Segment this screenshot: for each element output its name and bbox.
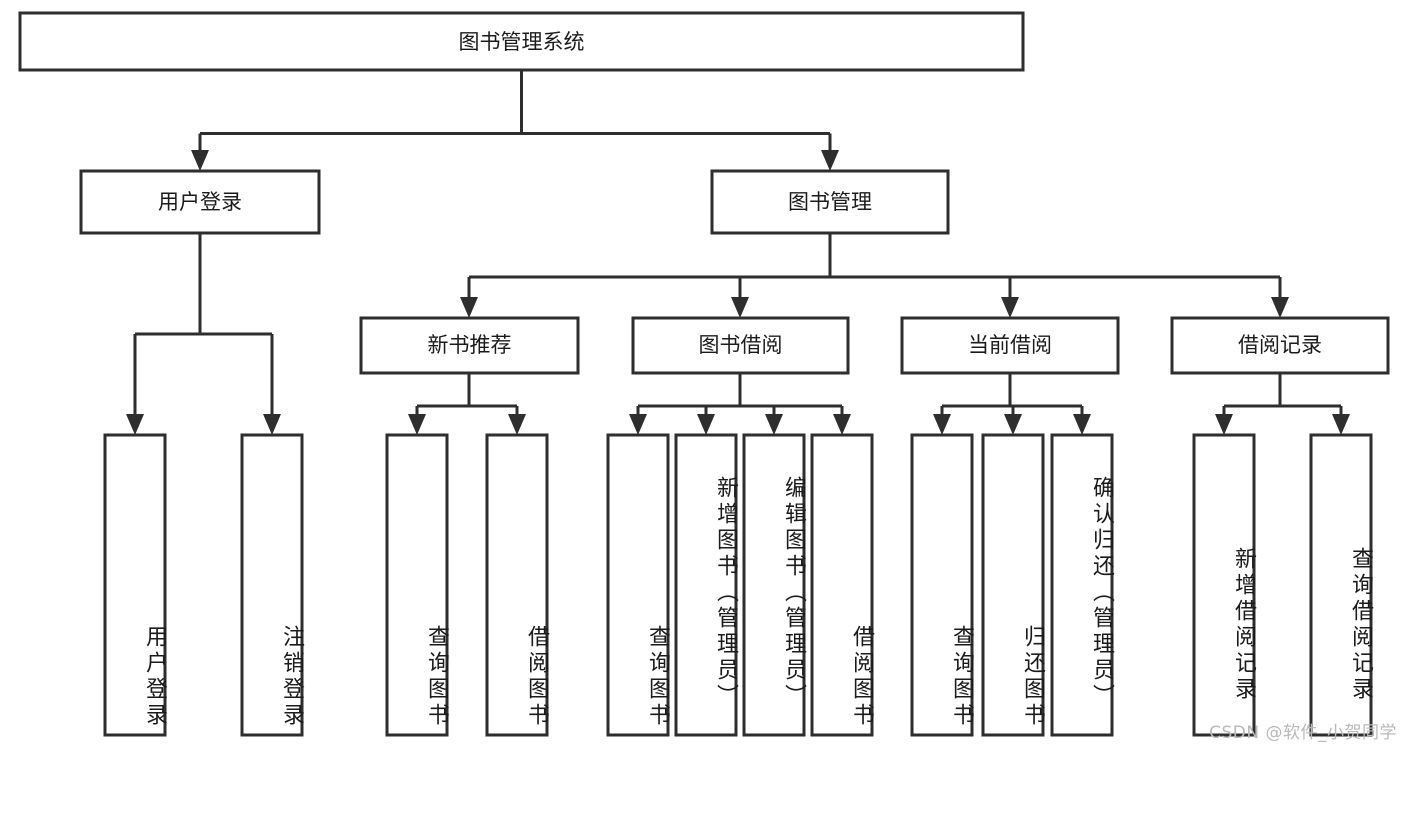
arrowhead-leaf-query-book-borrow xyxy=(629,414,647,435)
arrowhead-leaf-user-login xyxy=(126,414,144,435)
arrowhead-leaf-query-borrow-record xyxy=(1332,414,1350,435)
arrowhead-leaf-edit-book-admin xyxy=(765,414,783,435)
node-label-borrow-record: 借阅记录 xyxy=(1238,333,1322,357)
node-box-book-borrow[interactable] xyxy=(631,316,850,375)
node-box-user-login[interactable] xyxy=(79,169,321,235)
node-box-book-management[interactable] xyxy=(710,169,950,235)
node-box-leaf-query-book-borrow[interactable] xyxy=(606,433,670,737)
node-box-new-book-recommend[interactable] xyxy=(359,316,580,375)
arrowhead-user-login xyxy=(191,150,209,171)
connector-layer xyxy=(126,70,1350,435)
arrowhead-leaf-borrow-book xyxy=(833,414,851,435)
node-box-leaf-return-book[interactable] xyxy=(981,433,1045,737)
node-box-leaf-add-borrow-record[interactable] xyxy=(1192,433,1256,737)
node-label-user-login: 用户登录 xyxy=(158,190,242,214)
node-box-leaf-borrow-book[interactable] xyxy=(810,433,874,737)
node-label-root: 图书管理系统 xyxy=(459,30,585,54)
arrowhead-leaf-query-book-rec xyxy=(408,414,426,435)
flowchart-svg: 图书管理系统 用户登录 图书管理 新书推荐 图书借阅 当前借阅 借阅记录 xyxy=(18,11,1390,737)
node-label-new-book-recommend: 新书推荐 xyxy=(428,333,512,357)
node-layer: 图书管理系统 用户登录 图书管理 新书推荐 图书借阅 当前借阅 借阅记录 xyxy=(18,11,1390,737)
arrowhead-book-borrow xyxy=(731,297,749,318)
diagram-canvas: 图书管理系统 用户登录 图书管理 新书推荐 图书借阅 当前借阅 借阅记录 xyxy=(18,11,1397,743)
watermark-text: CSDN @软件_小贺同学 xyxy=(1209,723,1397,743)
arrowhead-book-management xyxy=(821,150,839,171)
node-box-leaf-query-borrow-record[interactable] xyxy=(1309,433,1373,737)
arrowhead-leaf-borrow-book-rec xyxy=(508,414,526,435)
node-box-root[interactable] xyxy=(18,11,1025,72)
node-box-current-borrow[interactable] xyxy=(900,316,1120,375)
node-box-leaf-logout[interactable] xyxy=(240,433,304,737)
node-label-book-management: 图书管理 xyxy=(788,190,872,214)
arrowhead-leaf-logout xyxy=(263,414,281,435)
arrowhead-current-borrow xyxy=(1001,297,1019,318)
arrowhead-leaf-add-book-admin xyxy=(697,414,715,435)
arrowhead-leaf-return-book xyxy=(1004,414,1022,435)
node-label-book-borrow: 图书借阅 xyxy=(699,333,783,357)
arrowhead-leaf-confirm-return-admin xyxy=(1073,414,1091,435)
node-box-leaf-query-book-current[interactable] xyxy=(910,433,974,737)
node-box-leaf-add-book-admin[interactable] xyxy=(674,433,738,737)
node-box-leaf-confirm-return-admin[interactable] xyxy=(1050,433,1114,737)
arrowhead-new-book-recommend xyxy=(460,297,478,318)
node-label-current-borrow: 当前借阅 xyxy=(968,333,1052,357)
arrowhead-leaf-add-borrow-record xyxy=(1215,414,1233,435)
arrowhead-borrow-record xyxy=(1271,297,1289,318)
node-box-leaf-edit-book-admin[interactable] xyxy=(742,433,806,737)
arrowhead-leaf-query-book-current xyxy=(933,414,951,435)
node-box-borrow-record[interactable] xyxy=(1170,316,1390,375)
node-box-leaf-borrow-book-rec[interactable] xyxy=(485,433,549,737)
node-box-leaf-query-book-rec[interactable] xyxy=(385,433,449,737)
node-box-leaf-user-login[interactable] xyxy=(103,433,167,737)
